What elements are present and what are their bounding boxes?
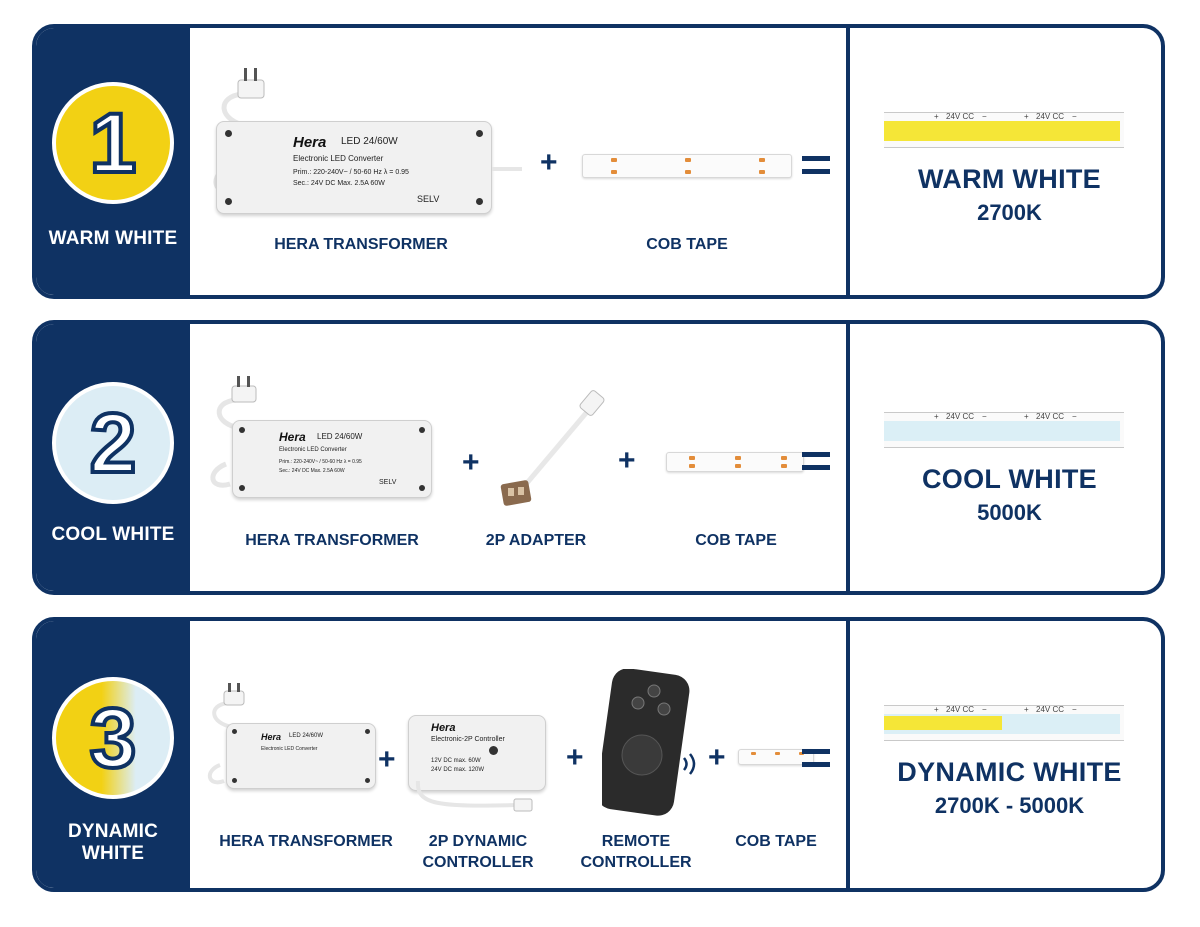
desc-text: Electronic LED Converter (261, 746, 318, 752)
side-label: COOL WHITE (51, 524, 175, 545)
result-title: DYNAMIC WHITE (897, 757, 1122, 787)
prim-text: Prim.: 220-240V~ / 50-60 Hz λ = 0.95 (293, 169, 409, 176)
dynamic-white-row: 3 DYNAMIC WHITE Hera LED 24/60W Electron… (32, 617, 1165, 892)
caption-cob-tape: COB TAPE (646, 236, 728, 253)
cob-tape-image (582, 154, 792, 178)
plus-sign: + (540, 146, 558, 179)
spec-text: 12V DC max. 60W (431, 758, 481, 764)
equals-sign (802, 452, 830, 470)
transformer-box: Hera LED 24/60W Electronic LED Converter (226, 723, 376, 789)
model-text: LED 24/60W (317, 432, 363, 441)
desc-text: Electronic LED Converter (279, 447, 347, 453)
equals-sign (802, 749, 830, 767)
result-divider (846, 324, 850, 591)
dynamic-strip-image: + 24V CC − + 24V CC − (884, 705, 1124, 741)
result-color-temp: 2700K (977, 200, 1042, 225)
caption-hera-transformer: HERA TRANSFORMER (274, 236, 448, 253)
output-cable (492, 167, 522, 171)
selv-text: SELV (417, 194, 440, 204)
plug-cable-icon (210, 376, 257, 488)
caption-cob-tape: COB TAPE (695, 532, 777, 549)
side-panel: 2 COOL WHITE (36, 324, 190, 591)
cob-tape-image (738, 749, 814, 765)
step-number: 2 (88, 396, 139, 490)
side-panel: 3 DYNAMIC WHITE (36, 621, 190, 888)
step-number: 1 (88, 96, 139, 190)
step-number-badge: 2 (52, 382, 174, 504)
cool-strip-image: + 24V CC − + 24V CC − (884, 412, 1124, 448)
side-label: WARM WHITE (48, 228, 178, 249)
transformer-box: Hera LED 24/60W Electronic LED Converter… (232, 420, 432, 498)
sec-text: Sec.: 24V DC Max. 2.5A 60W (279, 468, 345, 474)
result-title: COOL WHITE (922, 464, 1097, 494)
warm-white-row: 1 WARM WHITE Hera LED 24/60W Electronic … (32, 24, 1165, 299)
result-color-temp: 5000K (977, 500, 1042, 525)
caption-hera-transformer: HERA TRANSFORMER (219, 833, 393, 850)
side-label: DYNAMIC WHITE (67, 821, 159, 864)
controller-box: Hera Electronic-2P Controller 12V DC max… (408, 715, 546, 791)
brand-logo: Hera (293, 134, 327, 151)
selv-text: SELV (379, 479, 397, 486)
result-divider (846, 28, 850, 295)
side-panel: 1 WARM WHITE (36, 28, 190, 295)
plus-sign: + (618, 444, 636, 477)
caption-2p-dynamic-controller: 2P DYNAMIC CONTROLLER (422, 833, 534, 871)
step-number-badge: 1 (52, 82, 174, 204)
equals-sign (802, 156, 830, 174)
transformer-box: Hera LED 24/60W Electronic LED Converter… (216, 121, 492, 214)
step-number: 3 (88, 691, 139, 785)
step-number-badge: 3 (52, 677, 174, 799)
brand-logo: Hera (279, 430, 306, 444)
plus-sign: + (378, 743, 396, 776)
spec-text: 24V DC max. 120W (431, 767, 485, 773)
brand-logo: Hera (261, 732, 282, 742)
caption-cob-tape: COB TAPE (735, 833, 817, 850)
plus-sign: + (462, 446, 480, 479)
caption-2p-adapter: 2P ADAPTER (485, 532, 587, 549)
plus-sign: + (566, 741, 584, 774)
controller-cable-icon (415, 781, 533, 812)
caption-remote-controller: REMOTE CONTROLLER (580, 833, 692, 871)
result-divider (846, 621, 850, 888)
remote-controller-image (602, 669, 690, 816)
plus-sign: + (708, 741, 726, 774)
caption-hera-transformer: HERA TRANSFORMER (245, 532, 419, 549)
brand-logo: Hera (431, 722, 456, 734)
prim-text: Prim.: 220-240V~ / 50-60 Hz λ = 0.95 (279, 459, 362, 465)
wireless-signal-icon (682, 753, 696, 775)
result-color-temp: 2700K - 5000K (934, 793, 1085, 818)
cool-white-row: 2 COOL WHITE Hera LED 24/60W Electronic … (32, 320, 1165, 595)
desc-text: Electronic LED Converter (293, 154, 384, 163)
model-text: LED 24/60W (341, 136, 398, 147)
sec-text: Sec.: 24V DC Max. 2.5A 60W (293, 180, 385, 187)
2p-adapter-image (500, 390, 605, 506)
desc-text: Electronic-2P Controller (431, 736, 505, 743)
model-text: LED 24/60W (289, 733, 324, 739)
warm-strip-image: + 24V CC − + 24V CC − (884, 112, 1124, 148)
cob-tape-image (666, 452, 804, 472)
result-title: WARM WHITE (918, 164, 1101, 194)
